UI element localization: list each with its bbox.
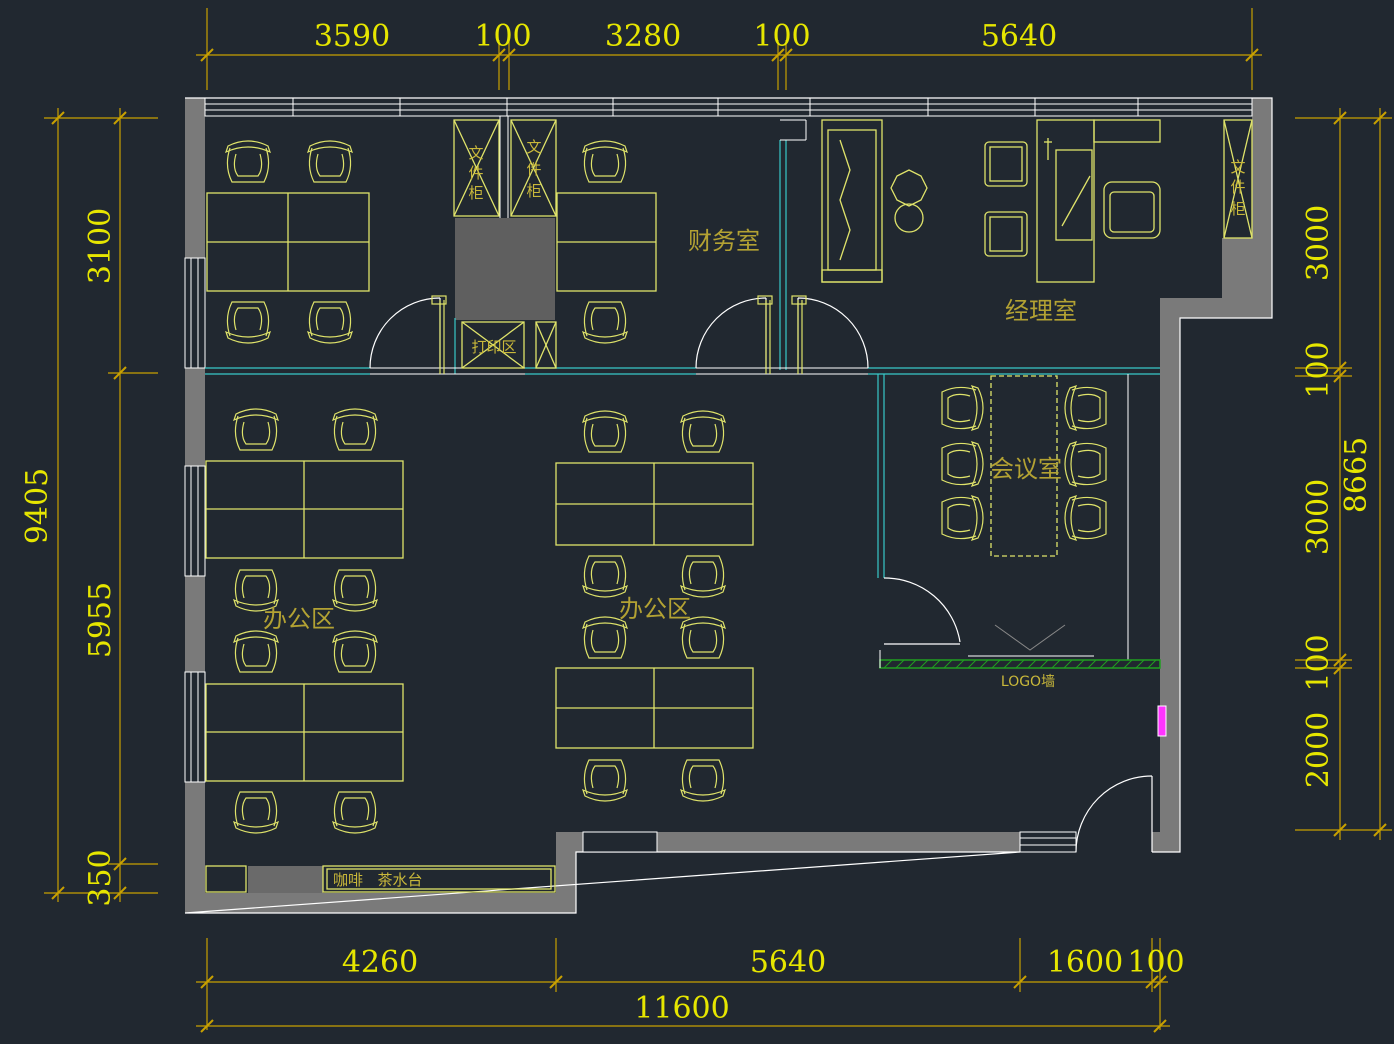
chair-icon [1064,494,1107,542]
chair-icon [1064,384,1107,432]
chair-icon [224,301,272,344]
dim-right-4: 100 [1301,634,1336,691]
chair-icon [679,410,727,453]
dim-bottom-4: 100 [1127,945,1184,980]
chair-icon [331,569,379,612]
cabinet-1-char-3: 柜 [468,184,483,202]
cabinet-2-char-3: 柜 [526,182,541,200]
room-finance: 财务室 [688,227,760,255]
tea-label: 茶水台 [377,871,422,889]
cabinet-1-char-2: 件 [468,164,483,182]
chair-icon [232,791,280,834]
chair-icon [581,759,629,802]
cabinet-2-char-1: 文 [526,138,541,156]
chair-icon [941,494,984,542]
coffee-label: 咖啡 [333,871,363,889]
dimension-texts: 3590 100 3280 100 5640 4260 5640 1600 10… [20,19,1374,1026]
room-meeting: 会议室 [990,455,1062,483]
chair-icon [581,301,629,344]
dim-right-outer: 8665 [1339,437,1374,513]
cabinet-1-char-1: 文 [468,144,483,162]
dim-top-4: 100 [753,19,810,54]
chairs [224,140,1107,834]
dim-top-5: 5640 [981,19,1057,54]
dim-left-outer: 9405 [20,468,55,544]
dim-left-2: 5955 [83,582,118,658]
chair-icon [581,140,629,183]
windows-bottom [582,831,1077,853]
chair-icon [306,140,354,183]
chair-icon [1064,440,1107,488]
dimension-ticks [51,48,1387,1033]
chair-icon [679,555,727,598]
dim-top-2: 100 [474,19,531,54]
dim-left-1: 3100 [83,208,118,284]
doors [369,297,1153,853]
dim-right-1: 3000 [1301,205,1336,281]
chair-icon [581,616,629,659]
windows-left [184,257,206,783]
furniture [205,119,1253,893]
chair-icon [224,140,272,183]
chair-icon [581,410,629,453]
chair-icon [331,791,379,834]
dim-right-2: 100 [1301,341,1336,398]
room-labels: 财务室 经理室 会议室 办公区 办公区 [263,227,1077,633]
dim-bottom-1: 4260 [342,945,418,980]
dim-total: 11600 [634,991,729,1026]
chair-icon [679,759,727,802]
dimension-lines [44,8,1392,1030]
door-frames [431,295,807,374]
dim-top-1: 3590 [314,19,390,54]
partitions-white [370,116,1129,660]
print-area-label: 打印区 [471,338,516,356]
logo-wall: LOGO墙 [879,624,1161,690]
logo-wall-label: LOGO墙 [1001,674,1055,690]
cabinet-3-char-1: 文 [1230,158,1245,176]
dim-right-3: 3000 [1301,479,1336,555]
walls [184,97,1273,914]
chair-icon [232,569,280,612]
chair-icon [941,440,984,488]
marker-icon [1157,705,1167,737]
chair-icon [941,384,984,432]
chair-icon [679,616,727,659]
cabinet-2-char-2: 件 [526,160,541,178]
chair-icon [331,630,379,673]
room-manager: 经理室 [1005,297,1077,325]
dim-bottom-2: 5640 [750,945,826,980]
chair-icon [232,630,280,673]
room-office-center: 办公区 [619,595,691,623]
cabinet-labels: 文 件 柜 文 件 柜 文 件 柜 打印区 咖啡 茶水台 [333,138,1246,889]
chair-icon [331,408,379,451]
dim-right-5: 2000 [1301,712,1336,788]
cabinet-3-char-2: 件 [1230,178,1245,196]
dim-bottom-3: 1600 [1047,945,1123,980]
chair-icon [306,301,354,344]
chair-icon [581,555,629,598]
dim-top-3: 3280 [605,19,681,54]
windows-top [204,97,1253,117]
dim-left-3: 350 [83,849,118,906]
cabinet-3-char-3: 柜 [1230,200,1245,218]
partitions [205,140,1160,578]
room-office-left: 办公区 [263,605,335,633]
chair-icon [232,408,280,451]
